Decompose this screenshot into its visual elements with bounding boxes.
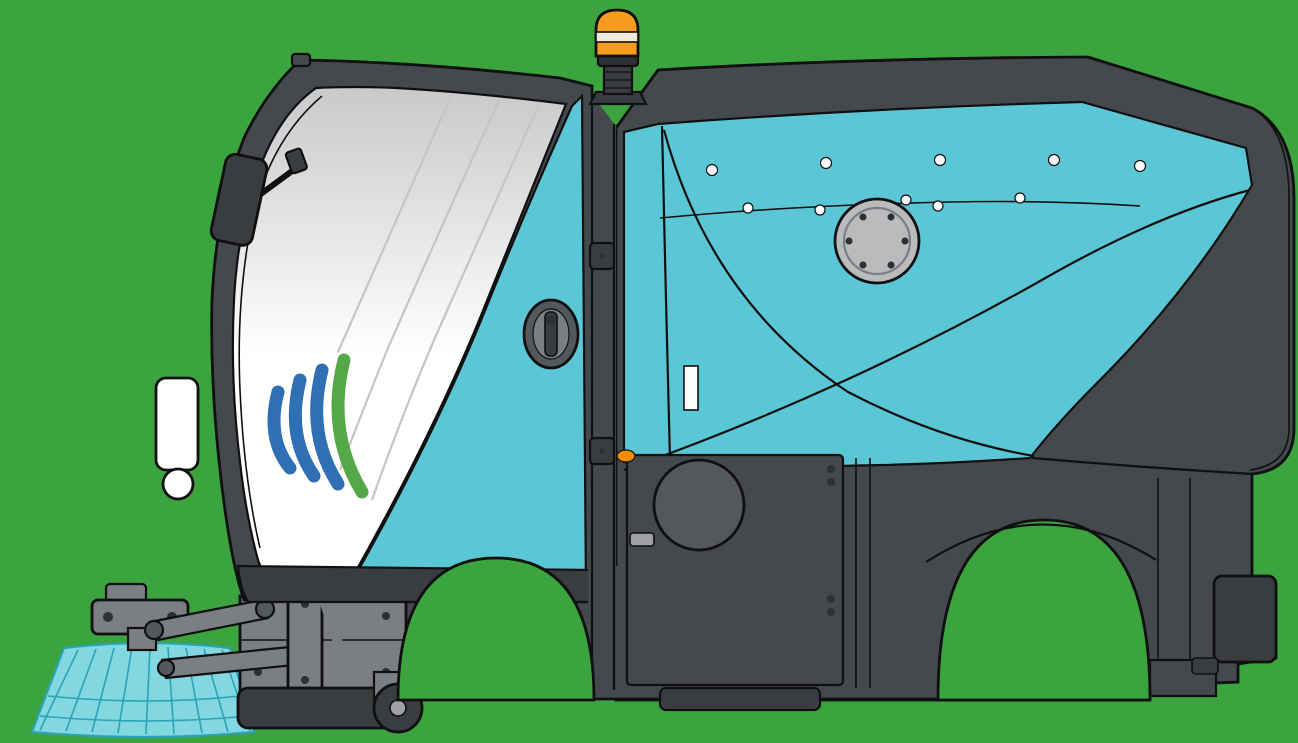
- rivet: [814, 204, 826, 216]
- driver-cab: [154, 52, 594, 604]
- handle-keyhole: [546, 315, 556, 325]
- hopper-seam-lower: [623, 188, 1251, 472]
- port-outer: [833, 197, 921, 285]
- arm-pivot: [143, 619, 165, 641]
- rear-wedge-seam: [1031, 456, 1253, 476]
- white-label: [683, 365, 699, 411]
- logo-stripe-blue: [310, 363, 345, 491]
- port-bolt: [901, 237, 909, 245]
- beacon-band: [595, 31, 639, 43]
- cab-door-handle: [522, 298, 580, 370]
- cab-teal-swoosh: [348, 93, 588, 592]
- hopper-panel: [622, 100, 1254, 468]
- rivet: [933, 153, 947, 167]
- rivet: [1133, 159, 1147, 173]
- port-bolt: [845, 237, 853, 245]
- mirror-head: [209, 152, 269, 247]
- side-mirror: [209, 147, 308, 247]
- bristle-arc: [47, 695, 241, 702]
- port-inner-ring: [842, 206, 912, 276]
- rear-bumper: [1212, 574, 1278, 664]
- port-bolt: [887, 213, 895, 221]
- rear-section: [1148, 478, 1278, 698]
- rivet: [742, 202, 754, 214]
- bristle-line: [145, 646, 151, 735]
- panel-rivets: [705, 153, 1147, 216]
- rivet: [1047, 153, 1061, 167]
- under-cab-chassis: [143, 590, 424, 734]
- rivet: [900, 194, 912, 206]
- door-strip: [588, 90, 616, 694]
- hopper-seam-vertical: [660, 125, 672, 461]
- glass-streak: [338, 97, 502, 471]
- logo-stripe-green: [331, 353, 369, 499]
- side-step: [658, 686, 822, 712]
- windshield-inner-frame-line: [238, 95, 323, 549]
- port-bolt: [859, 213, 867, 221]
- rivet: [1014, 192, 1026, 204]
- door-vent-hole: [827, 465, 835, 473]
- door-vent-hole: [827, 608, 835, 616]
- bristle-arc: [39, 715, 249, 722]
- mirror-bracket: [284, 147, 308, 175]
- logo-stripe-blue: [288, 373, 321, 483]
- lower-body: [625, 453, 871, 712]
- hinge-bolt: [599, 253, 605, 259]
- tow-bracket: [1191, 657, 1219, 675]
- right-edge-seam: [1249, 111, 1290, 471]
- chassis-bolt: [254, 668, 262, 676]
- hydraulic-cylinder: [319, 595, 351, 673]
- glass-streak: [336, 93, 454, 353]
- port-bolt: [887, 261, 895, 269]
- brush-and-chassis: [30, 582, 424, 739]
- rear-fender-arc: [925, 523, 1157, 563]
- service-door-circle: [652, 458, 746, 552]
- arm-pivot: [156, 658, 176, 678]
- washer-fluid-tank: [154, 376, 200, 472]
- orange-marker-light: [616, 449, 636, 463]
- company-logo: [267, 353, 369, 499]
- hub-bolt: [103, 612, 113, 622]
- glass-streaks: [336, 93, 542, 501]
- cab-door-seam-strip: [588, 90, 636, 694]
- washer-tank-cap: [161, 467, 195, 501]
- bristle-line: [117, 646, 133, 734]
- bracket-bolt: [301, 676, 309, 684]
- bristle-line: [91, 647, 115, 733]
- rivet: [932, 200, 944, 212]
- skid-plate: [236, 686, 396, 730]
- glass-streak: [370, 101, 542, 501]
- caster-hub: [389, 699, 407, 717]
- bristle-line: [65, 648, 97, 732]
- front-wheel-arch: [396, 556, 596, 702]
- roof-bump: [290, 52, 312, 68]
- door-vent-hole: [827, 595, 835, 603]
- inspection-port: [833, 197, 921, 285]
- hinge-bolt: [599, 448, 605, 454]
- chassis-bolt: [382, 612, 390, 620]
- logo-stripe-blue: [267, 385, 297, 475]
- rivet: [819, 156, 833, 170]
- rear-wheel-arch: [936, 518, 1152, 702]
- service-door-latch: [629, 532, 655, 547]
- amber-warning-beacon: [588, 8, 648, 106]
- door-vent-hole: [827, 478, 835, 486]
- port-bolt: [859, 261, 867, 269]
- hopper-seam-rivetline: [659, 200, 1141, 219]
- beacon-stem: [602, 62, 634, 96]
- rivet: [705, 163, 719, 177]
- hopper-seam-upper: [662, 129, 1035, 458]
